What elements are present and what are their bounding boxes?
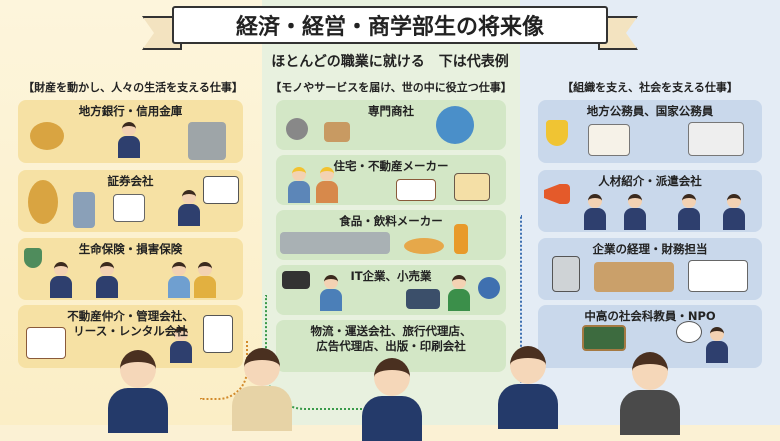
bottle-icon (454, 224, 468, 254)
title-banner: 経済・経営・商学部生の将来像 (172, 6, 608, 44)
left-column-heading: 【財産を動かし、人々の生活を支える仕事】 (23, 81, 243, 94)
npo-bubble-icon (676, 321, 702, 343)
money-bag-icon (28, 180, 58, 224)
box-icon (324, 122, 350, 142)
card-civil-servant: 地方公務員、国家公務員 (538, 100, 762, 163)
house-icon (26, 327, 66, 359)
card-securities: 証券会社 (18, 170, 243, 232)
student-girl-illustration (108, 350, 168, 433)
gear-icon (286, 118, 308, 140)
candidate-illustration (678, 194, 700, 230)
diet-building-icon (688, 122, 744, 156)
desk-icon (594, 262, 674, 292)
worker-illustration (316, 167, 338, 203)
card-staffing-agency: 人材紹介・派遣会社 (538, 170, 762, 232)
house-icon (454, 173, 490, 201)
money-bag-icon (30, 122, 64, 150)
house-icon (396, 179, 436, 201)
worker-illustration (288, 167, 310, 203)
card-trading-company: 専門商社 (276, 100, 506, 150)
globe-icon (436, 106, 474, 144)
food-plate-icon (404, 238, 444, 254)
city-hall-icon (588, 124, 630, 156)
recruiter-illustration (584, 194, 606, 230)
broker-illustration (178, 190, 200, 226)
card-it-retail: IT企業、小売業 (276, 265, 506, 315)
code-screen-icon (282, 271, 310, 289)
chart-icon (113, 194, 145, 222)
calculator-icon (552, 256, 580, 292)
candidate-illustration (624, 194, 646, 230)
student-girl-illustration (362, 358, 422, 441)
card-regional-bank: 地方銀行・信用金庫 (18, 100, 243, 163)
subtitle: ほとんどの職業に就ける 下は代表例 (271, 54, 509, 70)
recruiter-illustration (723, 194, 745, 230)
card-food-beverage: 食品・飲料メーカー (276, 210, 506, 260)
card-logistics-travel-ad-publishing: 物流・運送会社、旅行代理店、 広告代理店、出版・印刷会社 (276, 320, 506, 372)
globe-icon (478, 277, 500, 299)
student-boy-illustration (620, 352, 680, 435)
agent-illustration (50, 262, 72, 298)
family-illustration (168, 262, 190, 298)
shield-icon (546, 120, 568, 146)
realtor-illustration (170, 327, 192, 363)
laptop-icon (406, 289, 440, 309)
student-boy-illustration (498, 346, 558, 429)
family-illustration (194, 262, 216, 298)
building-icon (73, 192, 95, 228)
card-housing-maker: 住宅・不動産メーカー (276, 155, 506, 205)
safe-icon (188, 122, 226, 160)
store-clerk-illustration (448, 275, 470, 311)
card-insurance: 生命保険・損害保険 (18, 238, 243, 300)
card-accounting-finance: 企業の経理・財務担当 (538, 238, 762, 300)
agent-illustration (96, 262, 118, 298)
npo-staff-illustration (706, 327, 728, 363)
page-title: 経済・経営・商学部生の将来像 (235, 15, 544, 40)
middle-column-heading: 【モノやサービスを届け、世の中に役立つ仕事】 (270, 81, 512, 94)
growth-chart-icon (203, 176, 239, 204)
shield-icon (24, 248, 42, 268)
factory-line-icon (280, 232, 390, 254)
megaphone-icon (544, 184, 570, 204)
bank-clerk-illustration (118, 122, 140, 158)
student-boy-illustration (232, 348, 292, 431)
spreadsheet-icon (688, 260, 748, 292)
blackboard-icon (582, 325, 626, 351)
right-column-heading: 【組織を支え、社会を支える仕事】 (562, 81, 738, 94)
